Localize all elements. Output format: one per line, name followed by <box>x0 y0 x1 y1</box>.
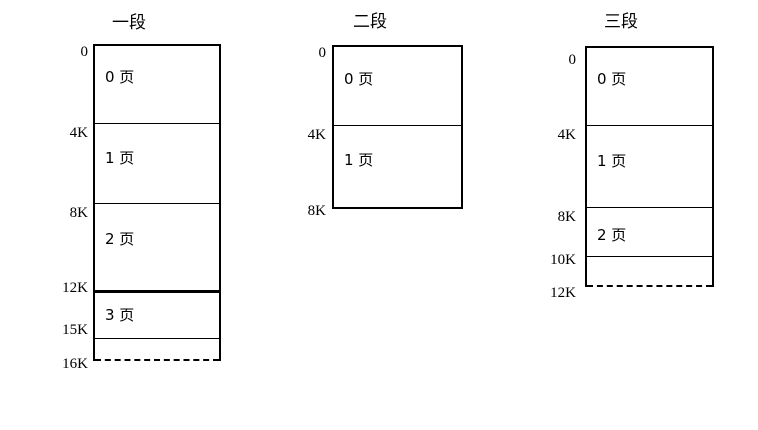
segment-1-page-0: 0 页 <box>105 68 135 86</box>
segment-2-tick-8k: 8K <box>307 203 326 219</box>
segment-1-divider-15k <box>93 338 221 339</box>
segment-2-column <box>332 45 463 209</box>
segment-1-column <box>93 44 221 361</box>
segment-1-tick-4k: 4K <box>69 125 88 141</box>
segment-2-page-0: 0 页 <box>344 70 374 88</box>
segment-1-divider-8k <box>93 203 221 204</box>
segment-1-divider-4k <box>93 123 221 124</box>
segment-3-tick-0: 0 <box>568 52 577 68</box>
segment-2-page-1: 1 页 <box>344 151 374 169</box>
segment-1-tick-0: 0 <box>80 44 89 60</box>
segment-1-tick-12k: 12K <box>62 280 88 296</box>
segment-3-divider-8k <box>585 207 714 208</box>
segment-3-tick-4k: 4K <box>557 127 576 143</box>
segment-1-divider-12k <box>93 290 221 293</box>
segment-2-title: 二段 <box>353 12 387 32</box>
segment-1-tick-16k: 16K <box>62 356 88 372</box>
segment-3-tick-12k: 12K <box>550 285 576 301</box>
segment-3-title: 三段 <box>604 12 638 32</box>
segment-3-column <box>585 46 714 287</box>
segment-3-divider-4k <box>585 125 714 126</box>
segment-2-tick-4k: 4K <box>307 127 326 143</box>
segment-3-page-2: 2 页 <box>597 226 627 244</box>
segment-1-page-1: 1 页 <box>105 149 135 167</box>
segment-3-page-0: 0 页 <box>597 70 627 88</box>
segment-1-divider-16k-dashed <box>95 359 219 361</box>
segment-1-tick-8k: 8K <box>69 205 88 221</box>
segment-3-page-1: 1 页 <box>597 152 627 170</box>
segment-3-divider-10k <box>585 256 714 257</box>
segment-3-divider-12k-dashed <box>587 285 712 287</box>
segment-1-page-3: 3 页 <box>105 306 135 324</box>
segment-2-divider-4k <box>332 125 463 126</box>
segment-2-tick-0: 0 <box>318 45 327 61</box>
segment-1-title: 一段 <box>112 13 146 33</box>
segment-1-page-2: 2 页 <box>105 230 135 248</box>
segment-1-tick-15k: 15K <box>62 322 88 338</box>
segment-3-tick-8k: 8K <box>557 209 576 225</box>
segment-3-tick-10k: 10K <box>550 252 576 268</box>
